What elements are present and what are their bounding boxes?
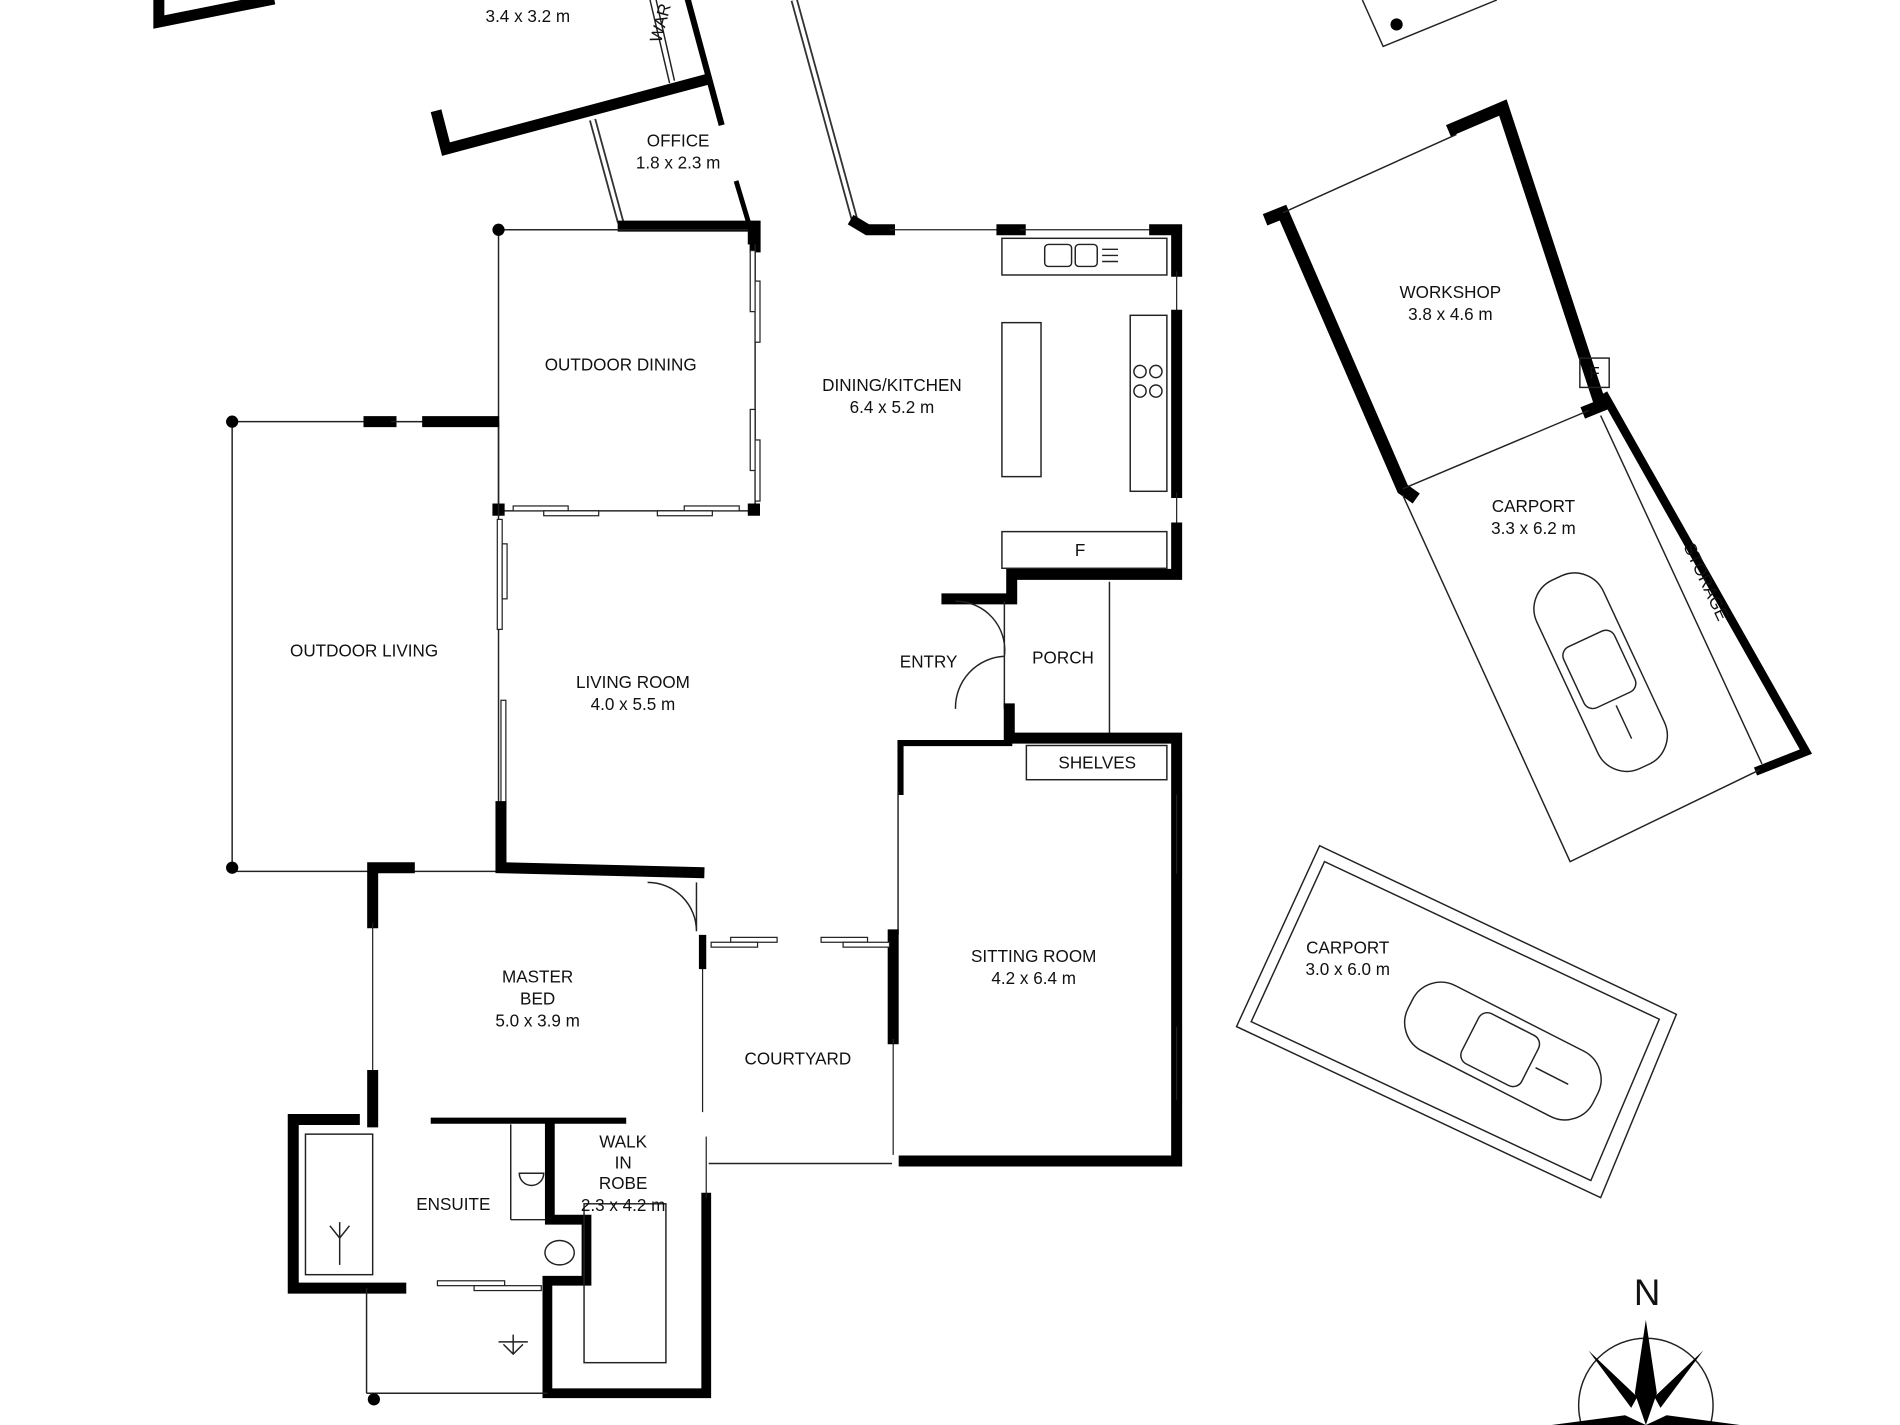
sitting-room: SHELVES SITTING ROOM 4.2 x 6.4 m (887, 739, 1168, 1155)
outbuilding-fragment (1361, 0, 1498, 48)
master-bed-dims: 5.0 x 3.9 m (495, 1012, 580, 1031)
kitchen-dims: 6.4 x 5.2 m (850, 398, 935, 417)
bedroom-2: 3.4 x 3.2 m WAR (407, 0, 725, 156)
robe-label-1: WALK (599, 1133, 647, 1152)
workshop-fridge: F (1589, 364, 1599, 383)
outdoor-dining: OUTDOOR DINING (492, 223, 761, 517)
bed2-dims: 3.4 x 3.2 m (486, 7, 571, 26)
carport2-dims: 3.0 x 6.0 m (1305, 960, 1390, 979)
dining-kitchen: F DINING/KITCHEN 6.4 x 5.2 m (790, 0, 1183, 605)
master-bed-label-2: BED (520, 990, 555, 1009)
workshop-dims: 3.8 x 4.6 m (1408, 305, 1493, 324)
north-label: N (1634, 1272, 1660, 1313)
kitchen-label: DINING/KITCHEN (822, 376, 962, 395)
office: OFFICE 1.8 x 2.3 m (589, 118, 761, 253)
sitting-room-label: SITTING ROOM (971, 947, 1096, 966)
office-label: OFFICE (647, 132, 710, 151)
robe-label-2: IN (615, 1153, 632, 1172)
master-bed: MASTER BED 5.0 x 3.9 m (367, 862, 707, 1128)
wardrobe-label: WAR (646, 2, 675, 45)
north-compass-icon: N (1551, 1272, 1740, 1425)
entry-porch: ENTRY PORCH (898, 581, 1183, 1167)
porch-label: PORCH (1032, 649, 1094, 668)
courtyard-label: COURTYARD (745, 1049, 852, 1068)
courtyard: COURTYARD (708, 936, 892, 1165)
living-room-dims: 4.0 x 5.5 m (591, 695, 676, 714)
carport1-dims: 3.3 x 6.2 m (1491, 519, 1576, 538)
carport2-label: CARPORT (1306, 938, 1390, 957)
fridge-label: F (1075, 541, 1085, 560)
sitting-room-dims: 4.2 x 6.4 m (991, 969, 1076, 988)
master-bed-label-1: MASTER (502, 968, 573, 987)
outdoor-living-label: OUTDOOR LIVING (290, 641, 438, 660)
carport1-label: CARPORT (1492, 497, 1576, 516)
ensuite: ENSUITE WALK IN ROBE 2.3 x 4.2 m (287, 1113, 712, 1406)
robe-label-3: ROBE (599, 1174, 647, 1193)
shelves-label: SHELVES (1058, 754, 1136, 773)
robe-dims: 2.3 x 4.2 m (581, 1196, 666, 1215)
outdoor-living: OUTDOOR LIVING (226, 415, 508, 874)
ensuite-label: ENSUITE (416, 1195, 490, 1214)
workshop-label: WORKSHOP (1400, 283, 1502, 302)
entry-label: ENTRY (900, 652, 958, 671)
workshop-carport: F WORKSHOP 3.8 x 4.6 m CARPORT 3.3 x 6.2… (1262, 99, 1813, 863)
living-room-label: LIVING ROOM (576, 673, 690, 692)
storage-label: STORAGE (1680, 540, 1732, 624)
office-dims: 1.8 x 2.3 m (636, 154, 721, 173)
carport-2: CARPORT 3.0 x 6.0 m (1235, 844, 1678, 1199)
outdoor-dining-label: OUTDOOR DINING (545, 355, 697, 374)
wall (153, 0, 276, 29)
car-icon (1533, 572, 1669, 773)
living-room: LIVING ROOM 4.0 x 5.5 m (495, 673, 705, 879)
car-icon (1403, 981, 1602, 1121)
